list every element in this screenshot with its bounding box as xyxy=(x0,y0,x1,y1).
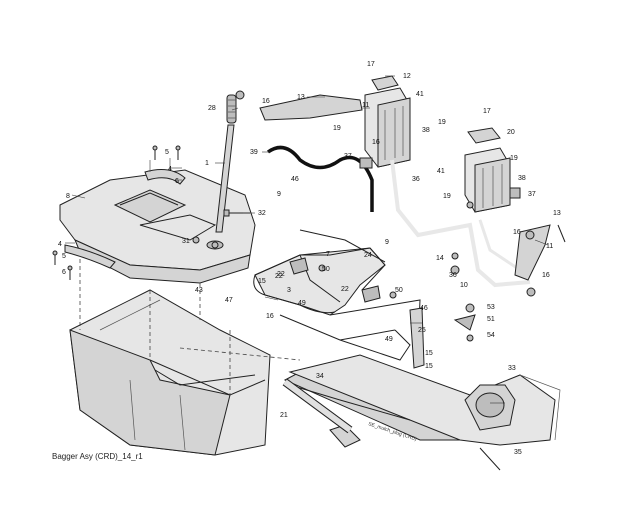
diagram-caption: Bagger Asy (CRD)_14_r1 xyxy=(52,452,143,461)
callout: 13 xyxy=(297,94,305,101)
callout: 17 xyxy=(367,61,375,68)
callout: 16 xyxy=(266,313,274,320)
callout: 38 xyxy=(422,127,430,134)
bolt-32 xyxy=(192,209,250,244)
callout: 22 xyxy=(341,286,349,293)
callout: 47 xyxy=(225,297,233,304)
callout: 3 xyxy=(287,287,291,294)
callout: 33 xyxy=(508,365,516,372)
callout: 53 xyxy=(487,304,495,311)
callout: 46 xyxy=(291,176,299,183)
callout: 4 xyxy=(168,166,172,173)
callout: 36 xyxy=(412,176,420,183)
callout: 16 xyxy=(372,139,380,146)
callout: 24 xyxy=(364,252,372,259)
callout: 25 xyxy=(418,327,426,334)
callout: 19 xyxy=(438,119,446,126)
callout: 15 xyxy=(425,350,433,357)
brackets-22 xyxy=(289,257,397,303)
callout: 17 xyxy=(483,108,491,115)
callout: 5 xyxy=(62,253,66,260)
frame-47 xyxy=(253,229,386,316)
screws-left xyxy=(52,145,181,280)
callout: 50 xyxy=(395,287,403,294)
callout: 15 xyxy=(425,363,433,370)
rod-1 xyxy=(211,90,245,249)
fasteners-right xyxy=(450,201,566,342)
callout: 43 xyxy=(195,287,203,294)
callout: 16 xyxy=(513,229,521,236)
callout: 5 xyxy=(165,149,169,156)
callout: 11 xyxy=(362,102,369,109)
callout: 7 xyxy=(326,251,330,258)
callout: 19 xyxy=(333,125,341,132)
callout: 13 xyxy=(553,210,561,217)
callout: 6 xyxy=(175,178,179,185)
wire-39 xyxy=(266,145,374,212)
callout: 49 xyxy=(298,300,306,307)
upper-bracket-41 xyxy=(259,75,411,168)
callout: 16 xyxy=(262,98,270,105)
callout: 21 xyxy=(280,412,288,419)
callout: 16 xyxy=(542,272,550,279)
callout: 39 xyxy=(250,149,258,156)
callout: 11 xyxy=(546,243,553,250)
callout: 9 xyxy=(277,191,281,198)
callout: 1 xyxy=(205,160,209,167)
callout: 41 xyxy=(437,168,445,175)
callout: 12 xyxy=(403,73,411,80)
bumper-37a xyxy=(359,157,373,169)
callout: 4 xyxy=(58,241,62,248)
callout: 31 xyxy=(182,238,190,245)
bag-cover-8 xyxy=(59,169,256,330)
callout: 8 xyxy=(66,193,70,200)
bolt-35 xyxy=(479,447,501,471)
side-handle-4 xyxy=(64,158,186,269)
callout: 22 xyxy=(277,271,285,278)
callout: 10 xyxy=(460,282,468,289)
callout: 22 xyxy=(275,273,283,280)
callout: 28 xyxy=(208,105,216,112)
callout: 50 xyxy=(322,266,330,273)
callout: 46 xyxy=(420,305,428,312)
callout: 19 xyxy=(443,193,451,200)
callout: 14 xyxy=(436,255,444,262)
callout: 15 xyxy=(258,278,266,285)
callout: 37 xyxy=(528,191,536,198)
callout: 51 xyxy=(487,316,495,323)
callout: 34 xyxy=(316,373,324,380)
callout: 35 xyxy=(514,449,522,456)
right-bracket-20 xyxy=(464,127,511,213)
callout: 37 xyxy=(344,153,352,160)
callout: 20 xyxy=(507,129,515,136)
callout: 41 xyxy=(416,91,424,98)
callout: 19 xyxy=(510,155,518,162)
callout: 54 xyxy=(487,332,495,339)
callout: 6 xyxy=(62,269,66,276)
callout: 9 xyxy=(385,239,389,246)
support-arm-36 xyxy=(390,159,551,288)
callout: 32 xyxy=(258,210,266,217)
leader-lines xyxy=(65,75,549,404)
mulch-plug-33 xyxy=(283,354,561,448)
callout: 38 xyxy=(518,175,526,182)
bag-bottom-21 xyxy=(69,289,301,456)
callout-labels: 1 4 5 6 8 4 5 6 43 31 32 28 16 13 11 17 … xyxy=(58,61,561,456)
callout: 36 xyxy=(449,272,457,279)
callout: 49 xyxy=(385,336,393,343)
